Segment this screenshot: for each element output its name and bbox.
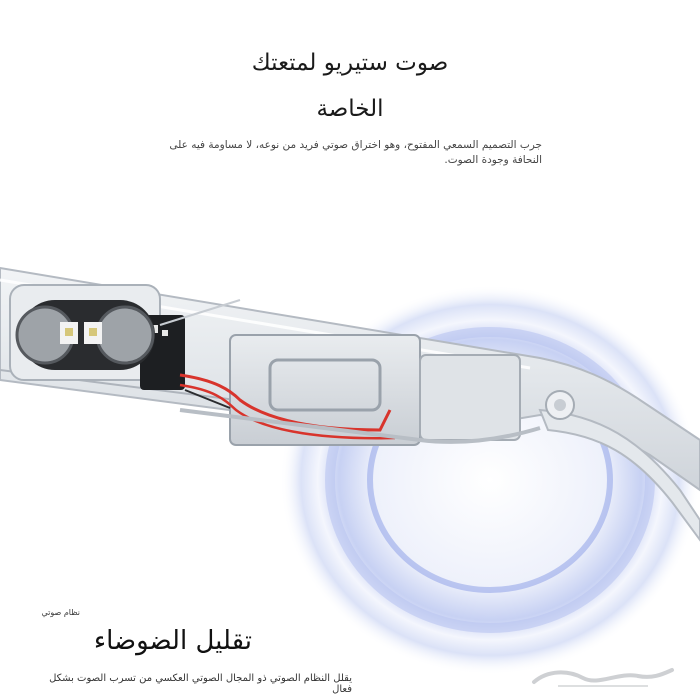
sound-system-label: نظام صوتي <box>41 608 80 617</box>
circuit-board <box>15 300 185 390</box>
headline-line-2: الخاصة <box>316 96 384 122</box>
noise-reduction-description: يقلل النظام الصوتي ذو المجال الصوتي العك… <box>49 673 352 695</box>
haraj-logo-watermark-icon <box>532 668 674 687</box>
headline-line-1: صوت ستيريو لمتعتك <box>251 50 449 76</box>
description-text: جرب التصميم السمعي المفتوح، وهو اختراق ص… <box>169 139 542 166</box>
glasses-temple-illustration <box>0 266 700 675</box>
noise-reduction-title: تقليل الضوضاء <box>93 626 252 656</box>
